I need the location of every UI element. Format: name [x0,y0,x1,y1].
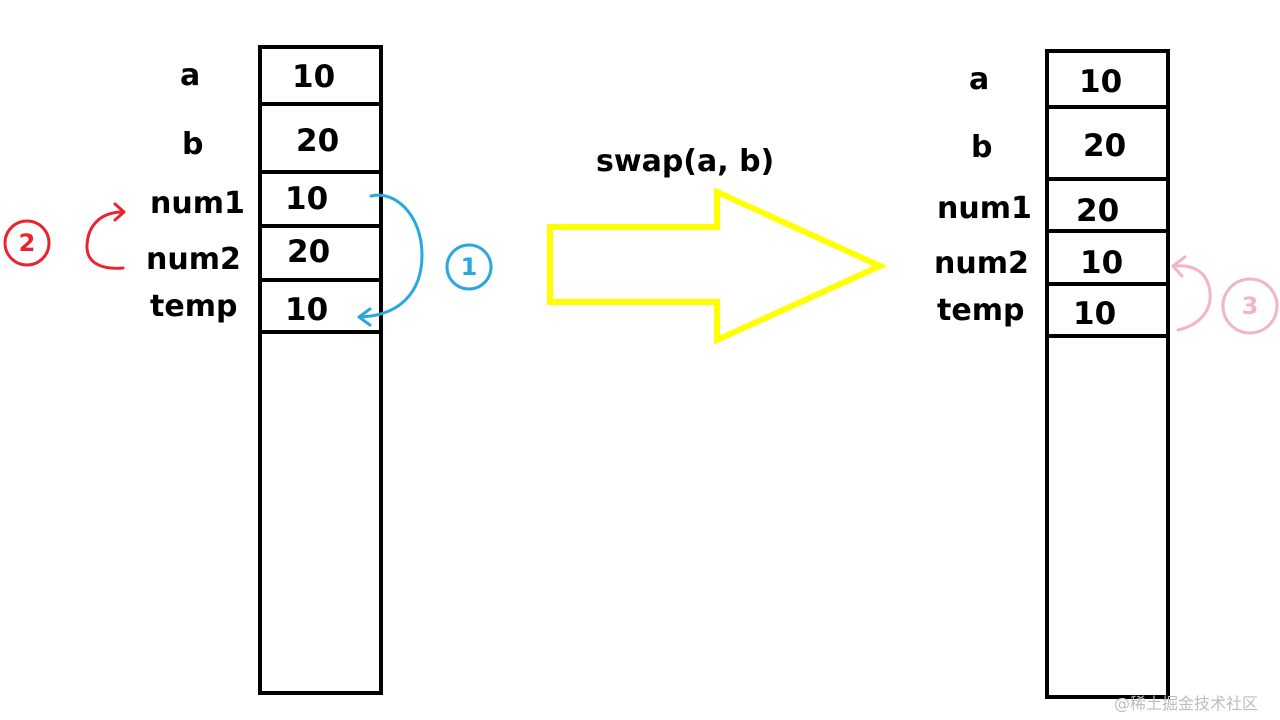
right-label-temp: temp [937,293,1025,328]
left-value-num1: 10 [285,181,329,217]
step-2-label: 2 [18,229,36,257]
left-value-temp: 10 [285,292,329,328]
right-value-a: 10 [1079,64,1123,100]
step-2-arrow [85,202,126,270]
left-label-num1: num1 [150,186,245,221]
left-label-a: a [180,58,201,93]
step-3-arrow [1171,255,1212,332]
left-stack-frame [258,45,383,695]
left-label-b: b [182,127,204,162]
step-2-circle [3,219,51,267]
right-stack-frame [1045,49,1170,699]
step-1-circle [445,243,493,291]
right-label-a: a [969,62,990,97]
right-label-num2: num2 [934,246,1029,281]
step-3-circle [1221,277,1279,335]
step-1-label: 1 [460,253,478,281]
right-value-temp: 10 [1073,296,1117,332]
left-value-num2: 20 [287,234,331,270]
right-value-b: 20 [1083,128,1127,164]
left-value-b: 20 [296,123,340,159]
left-label-num2: num2 [146,242,241,277]
swap-call-label: swap(a, b) [596,144,775,179]
right-value-num1: 20 [1076,193,1120,229]
right-value-num2: 10 [1080,245,1124,281]
step-1-arrow [357,193,424,327]
watermark: @稀土掘金技术社区 [1114,694,1259,713]
right-label-b: b [971,130,993,165]
left-value-a: 10 [292,59,336,95]
swap-arrow [547,187,888,345]
right-label-num1: num1 [937,191,1032,226]
left-label-temp: temp [150,289,238,324]
step-3-label: 3 [1241,292,1259,320]
